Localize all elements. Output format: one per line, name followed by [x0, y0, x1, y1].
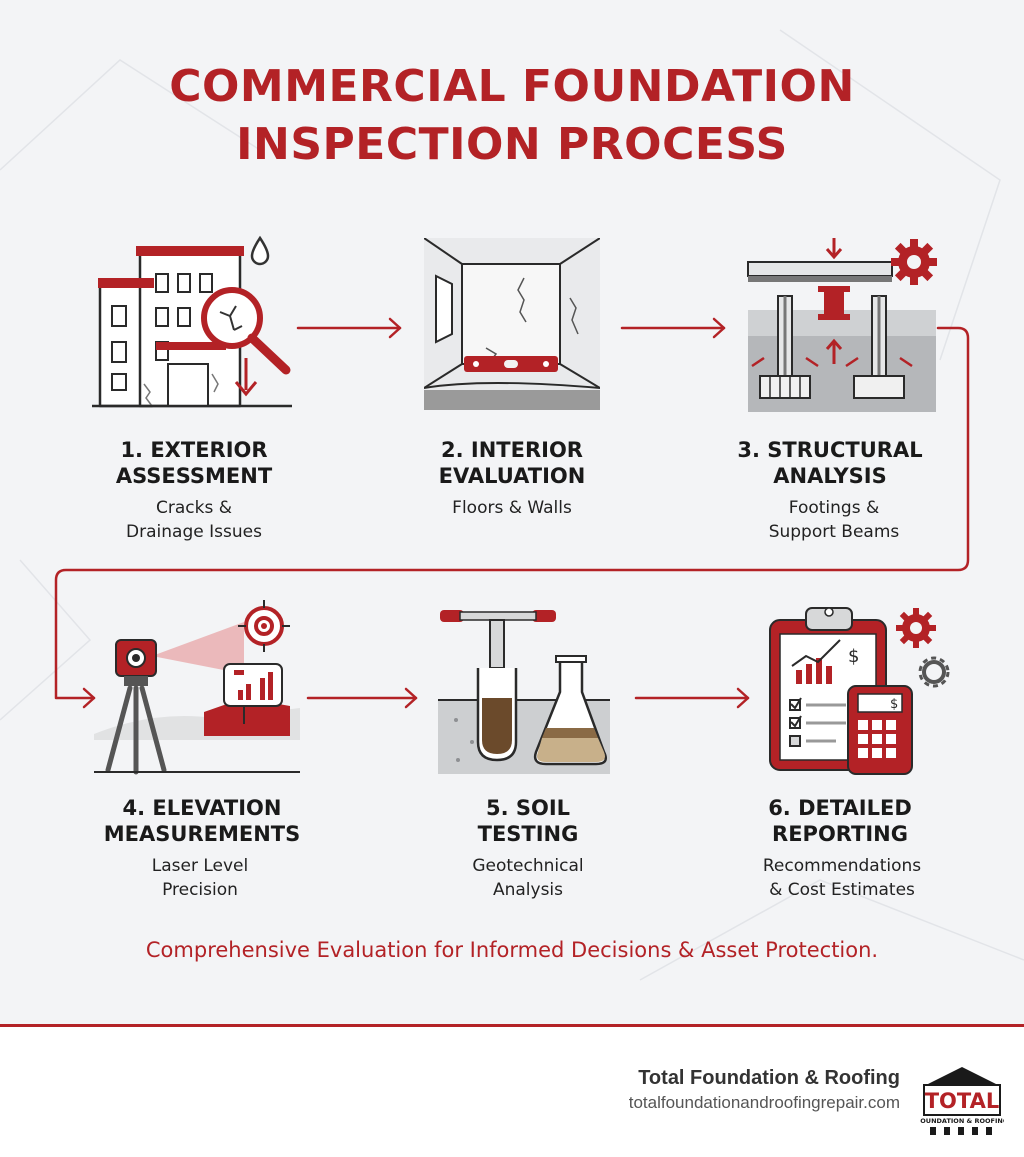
logo-word: TOTAL	[925, 1089, 1000, 1113]
target-icon	[238, 600, 290, 652]
step-1-description: Cracks & Drainage Issues	[126, 498, 262, 542]
step-4-description: Laser Level Precision	[151, 856, 249, 900]
arrow-1-2	[296, 317, 402, 339]
gear-icon	[891, 239, 937, 285]
soil-sample-icon	[438, 610, 610, 774]
room-level-icon	[424, 238, 600, 410]
svg-text:$: $	[848, 646, 859, 667]
arrow-4-5	[306, 687, 418, 709]
arrow-2-3	[620, 317, 726, 339]
step-5-title: 5. SOIL TESTING	[477, 796, 579, 846]
arrow-3-4	[54, 326, 970, 709]
title-line-1: COMMERCIAL FOUNDATION	[169, 61, 855, 112]
company-url: totalfoundationandroofingrepair.com	[628, 1093, 900, 1112]
step-6-title: 6. DETAILED REPORTING	[768, 796, 912, 846]
step-2-description: Floors & Walls	[452, 498, 572, 518]
report-calculator-icon: $ $	[769, 607, 950, 775]
title-line-2: INSPECTION PROCESS	[236, 119, 788, 170]
step-1-title: 1. EXTERIOR ASSESSMENT	[115, 438, 273, 488]
step-2-title: 2. INTERIOR EVALUATION	[438, 438, 586, 488]
page-title: COMMERCIAL FOUNDATION INSPECTION PROCESS	[0, 58, 1024, 174]
footer: Total Foundation & Roofing totalfoundati…	[0, 1024, 1024, 1157]
company-name: Total Foundation & Roofing	[638, 1067, 900, 1089]
step-4-title: 4. ELEVATION MEASUREMENTS	[103, 796, 301, 846]
arrow-5-6	[634, 687, 750, 709]
step-6-description: Recommendations & Cost Estimates	[762, 856, 922, 900]
laser-level-icon	[94, 600, 300, 775]
logo-subtitle: FOUNDATION & ROOFING	[920, 1117, 1004, 1125]
company-logo: TOTAL FOUNDATION & ROOFING	[920, 1067, 1004, 1135]
beam-footing-icon	[747, 238, 937, 412]
svg-text:$: $	[890, 697, 898, 712]
step-3-title: 3. STRUCTURAL ANALYSIS	[737, 438, 923, 488]
step-3-description: Footings & Support Beams	[768, 498, 900, 542]
building-inspection-icon	[92, 235, 292, 408]
step-5-description: Geotechnical Analysis	[472, 856, 584, 900]
tagline: Comprehensive Evaluation for Informed De…	[145, 938, 879, 962]
